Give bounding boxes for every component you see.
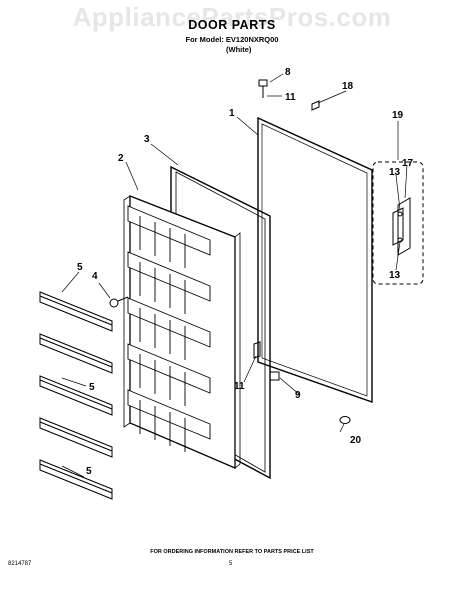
callout-20: 20: [350, 435, 362, 446]
screw: [109, 296, 129, 308]
fastener: [253, 341, 261, 359]
callout-17: 17: [402, 158, 414, 169]
leader-lines: [61, 73, 408, 478]
document-number: 8214787: [8, 561, 32, 567]
outer-door-panel: [257, 116, 373, 403]
callout-9: 9: [295, 390, 301, 401]
callout-3: 3: [144, 134, 150, 145]
callout-19: 19: [392, 110, 404, 121]
bottom-bracket: [269, 371, 280, 381]
callout-5c: 5: [86, 466, 92, 477]
callout-5b: 5: [89, 382, 95, 393]
callout-18: 18: [342, 81, 354, 92]
callout-numbers: 1 2 3 4 5 5 5 8 9 11 11 13 13 17 18 19 2…: [77, 67, 414, 477]
color-label: (White): [226, 45, 252, 54]
hinge-plug: [311, 100, 320, 111]
callout-1: 1: [229, 108, 235, 119]
callout-11a: 11: [285, 92, 296, 103]
callout-13a: 13: [389, 167, 401, 178]
callout-11b: 11: [234, 381, 245, 392]
liner-shelves: [127, 205, 211, 452]
page-title: DOOR PARTS: [188, 18, 276, 32]
callout-13b: 13: [389, 270, 401, 281]
watermark: AppliancePartsPros.com: [72, 2, 392, 32]
callout-4: 4: [92, 271, 98, 282]
callout-2: 2: [118, 153, 124, 164]
callout-5a: 5: [77, 262, 83, 273]
bottom-cap: [339, 416, 351, 424]
ordering-note: FOR ORDERING INFORMATION REFER TO PARTS …: [150, 549, 314, 555]
callout-8: 8: [285, 67, 291, 78]
page-number: 5: [229, 561, 233, 567]
handle: [392, 197, 411, 256]
clip: [258, 79, 268, 98]
model-label: For Model: EV120NXRQ00: [185, 35, 279, 44]
door-shelf-bars: [39, 291, 113, 500]
